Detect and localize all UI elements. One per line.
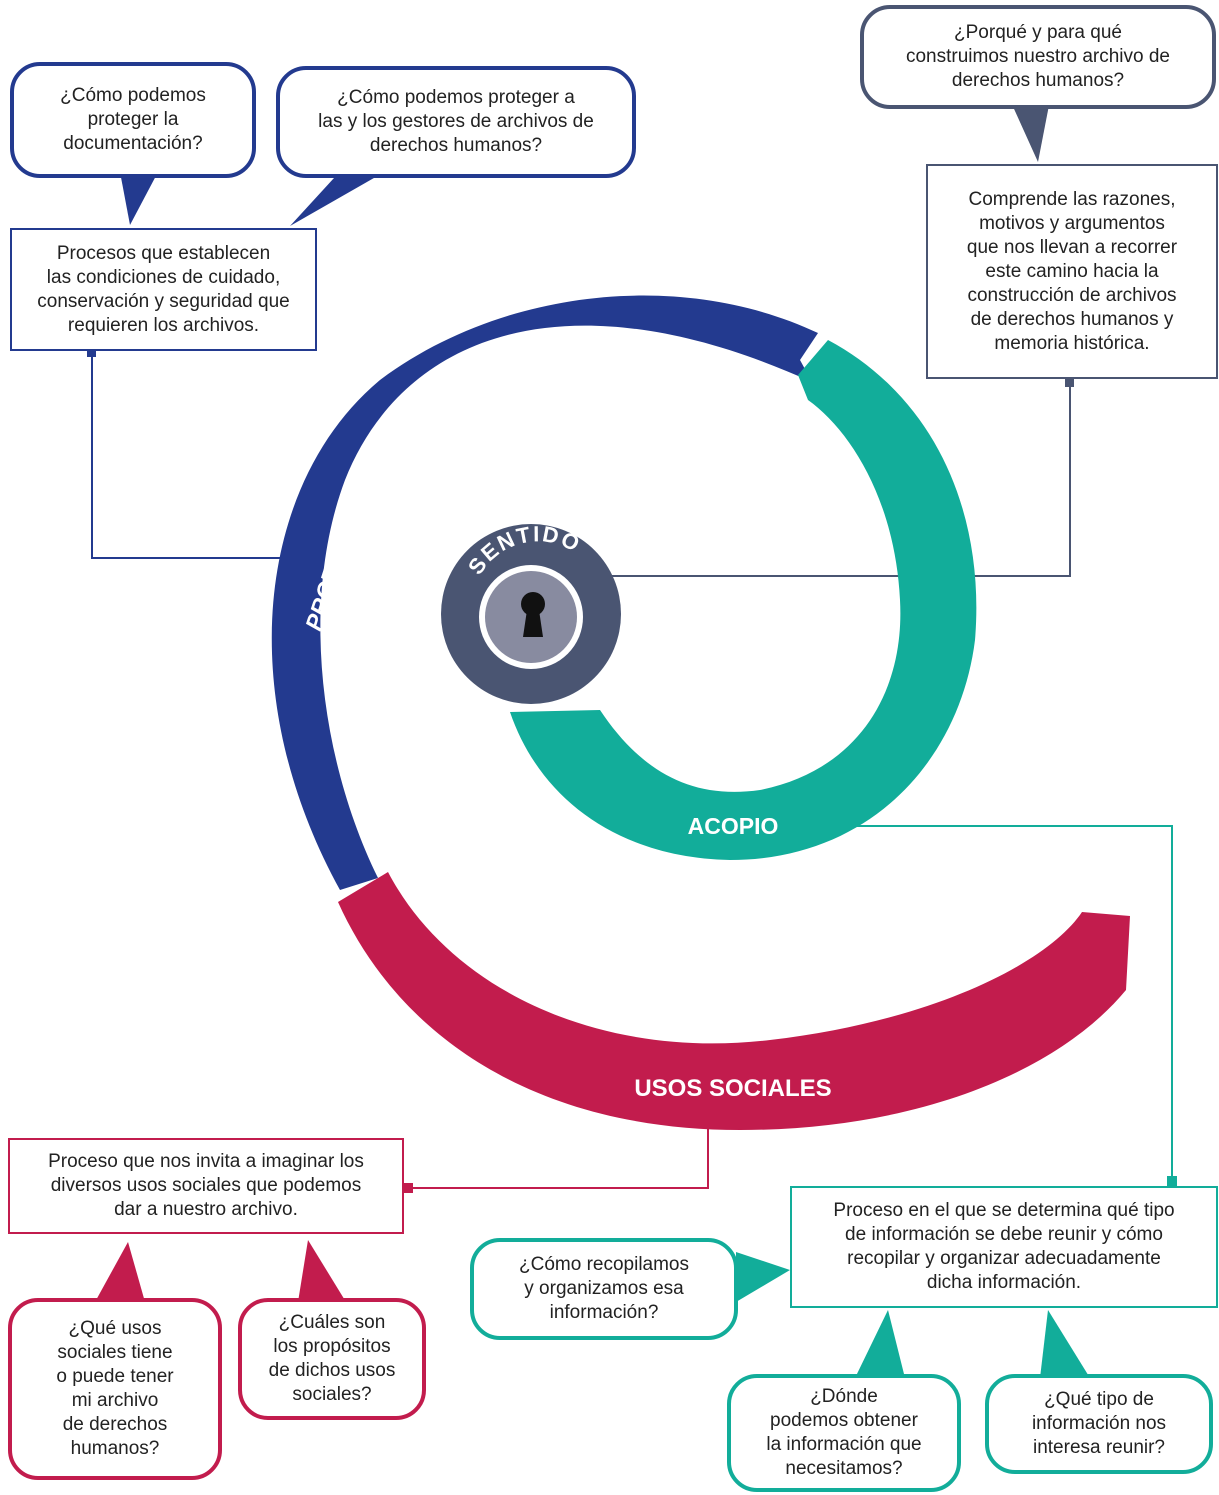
acopio-connector (830, 825, 1173, 1180)
proteccion-description: Procesos que establecen las condiciones … (10, 228, 317, 351)
acopio-question-1: ¿Cómo recopilamos y organizamos esa info… (470, 1238, 738, 1340)
acopio-question-3: ¿Qué tipo de información nos interesa re… (985, 1374, 1213, 1474)
sentido-connector-dot (1065, 378, 1074, 387)
sentido-question: ¿Porqué y para qué construimos nuestro a… (860, 5, 1216, 109)
usos-connector-dot (403, 1183, 413, 1193)
tail-prot-q1 (120, 172, 158, 225)
label-acopio: ACOPIO (688, 813, 779, 839)
usos-sociales-question-1: ¿Qué usos sociales tiene o puede tener m… (8, 1298, 222, 1480)
acopio-question-2: ¿Dónde podemos obtener la información qu… (727, 1374, 961, 1492)
usos-sociales-question-2: ¿Cuáles son los propósitos de dichos uso… (238, 1298, 426, 1420)
sentido-connector (612, 383, 1071, 577)
tail-usos-q1 (95, 1242, 145, 1302)
keyhole-icon (521, 592, 545, 637)
sentido-description: Comprende las razones, motivos y argumen… (926, 164, 1218, 379)
acopio-description: Proceso en el que se determina qué tipo … (790, 1186, 1218, 1308)
tail-usos-q2 (298, 1240, 346, 1302)
usos-sociales-description: Proceso que nos invita a imaginar los di… (8, 1138, 404, 1234)
proteccion-connector-dot (87, 348, 96, 357)
tail-acopio-q1 (736, 1252, 790, 1302)
acopio-connector-dot (1167, 1176, 1177, 1186)
arc-proteccion (271, 295, 819, 891)
proteccion-question-2: ¿Cómo podemos proteger a las y los gesto… (276, 66, 636, 178)
tail-sentido-q (1010, 100, 1050, 162)
label-usos-sociales: USOS SOCIALES (634, 1075, 831, 1102)
proteccion-connector (91, 352, 290, 559)
tail-prot-q2 (290, 166, 395, 226)
tail-acopio-q2 (855, 1310, 905, 1378)
arc-usos-sociales (338, 872, 1130, 1130)
tail-acopio-q3 (1040, 1310, 1090, 1378)
usos-connector (407, 1120, 709, 1189)
proteccion-question-1: ¿Cómo podemos proteger la documentación? (10, 62, 256, 178)
